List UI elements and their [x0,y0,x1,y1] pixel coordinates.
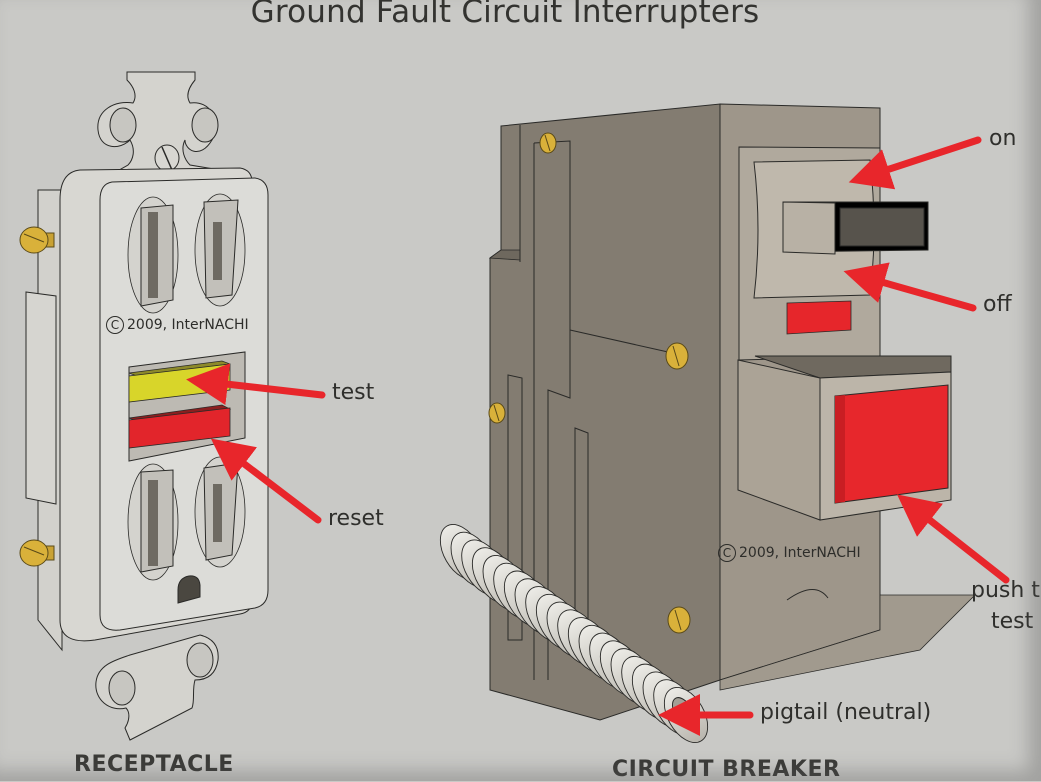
receptacle-copyright-text: 2009, InterNACHI [127,317,249,333]
arrow-push-to-test [896,494,1010,584]
label-push-to-test-line2: test [991,609,1034,634]
label-push-to-test-line1: push t [971,578,1040,603]
receptacle-side-tab [25,291,57,505]
arrow-off [843,262,977,312]
breaker-screw-left [488,402,506,424]
bottom-strap-hole-left [108,670,136,706]
strap-hole-right [191,107,219,143]
trip-indicator [786,300,852,335]
diagram-title: Ground Fault Circuit Interrupters [250,0,760,30]
ground-hole [177,575,201,604]
breaker-screw-middle [665,342,689,370]
toggle-window [839,207,925,247]
brass-screw-lower [19,539,55,567]
brass-screw-upper [19,226,55,254]
caption-receptacle: RECEPTACLE [74,752,234,777]
arrow-test [186,363,326,406]
arrow-on [848,136,982,190]
label-reset: reset [328,506,384,531]
caption-circuit-breaker: CIRCUIT BREAKER [612,757,841,782]
breaker-screw-top [539,132,557,154]
breaker-screw-bottom [667,606,691,634]
label-test: test [332,380,375,405]
arrow-reset [210,438,322,524]
bottom-strap-hole-right [186,642,214,678]
reset-button [128,407,231,449]
label-on: on [989,126,1017,151]
label-pigtail: pigtail (neutral) [760,700,932,725]
pigtail-neutral-coil [439,524,709,743]
gfci-receptacle [19,71,269,741]
breaker-copyright-text: 2009, InterNACHI [739,545,861,561]
strap-hole-left [109,107,137,143]
push-to-test-button [834,384,949,504]
gfci-circuit-breaker [439,103,976,743]
callout-arrows [186,136,1010,736]
label-off: off [983,292,1012,317]
